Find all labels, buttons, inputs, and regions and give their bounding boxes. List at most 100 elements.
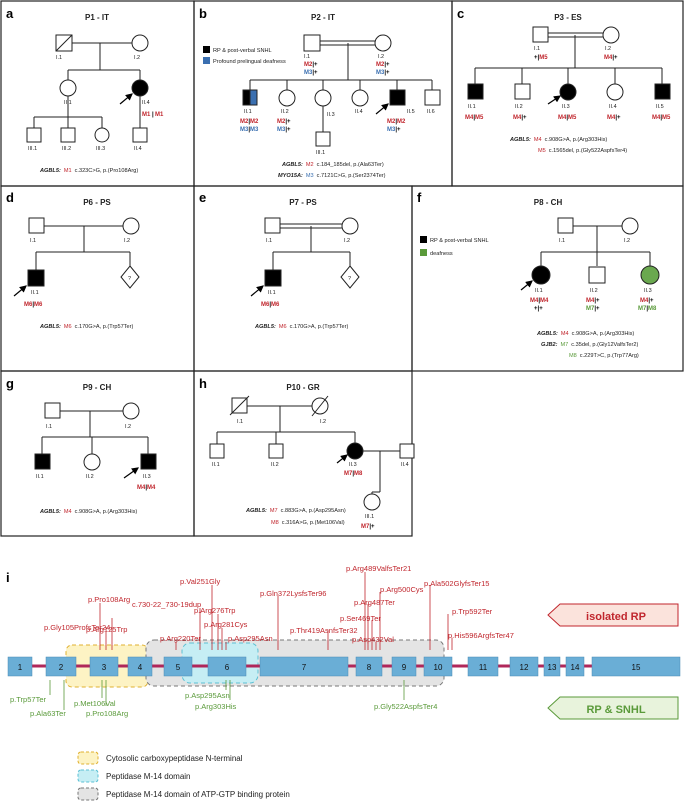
svg-text:Peptidase M-14 domain of ATP-G: Peptidase M-14 domain of ATP-GTP binding… <box>106 790 290 799</box>
svg-text:Peptidase M-14 domain: Peptidase M-14 domain <box>106 772 191 781</box>
svg-text:RP & post-verbal SNHL: RP & post-verbal SNHL <box>213 48 272 54</box>
svg-text:II.2: II.2 <box>515 104 523 110</box>
isolated-rp-badge-label: isolated RP <box>586 611 646 623</box>
pedigree-male <box>303 34 321 52</box>
svg-text:AGBL5:M4c.908G>A, p.(Arg303His: AGBL5:M4c.908G>A, p.(Arg303His) <box>536 331 634 337</box>
svg-text:I.1: I.1 <box>266 238 272 244</box>
svg-text:M3|+: M3|+ <box>277 127 291 133</box>
svg-text:6: 6 <box>225 663 230 672</box>
svg-text:II.1: II.1 <box>535 288 543 294</box>
panel-title: P7 - PS <box>289 198 317 207</box>
svg-text:p.Gln372LysfsTer96: p.Gln372LysfsTer96 <box>260 589 326 598</box>
svg-text:M1: M1 <box>155 112 164 118</box>
svg-text:p.His596ArgfsTer47: p.His596ArgfsTer47 <box>448 631 514 640</box>
svg-text:M2|+: M2|+ <box>376 62 390 68</box>
svg-text:II.5: II.5 <box>656 104 664 110</box>
svg-text:p.Ala63Ter: p.Ala63Ter <box>30 709 66 718</box>
svg-text:?: ? <box>128 276 131 282</box>
svg-text:II.1: II.1 <box>212 462 220 468</box>
svg-text:M4|M4: M4|M4 <box>530 298 549 304</box>
label-iii4: II.4 <box>134 146 142 152</box>
svg-text:II.3: II.3 <box>644 288 652 294</box>
panel-letter: f <box>417 190 422 205</box>
svg-text:M2|M2: M2|M2 <box>240 119 259 125</box>
svg-text:p.Thr419AsnfsTer32: p.Thr419AsnfsTer32 <box>290 626 358 635</box>
svg-text:p.Met106Val: p.Met106Val <box>74 699 116 708</box>
svg-text:M4|+: M4|+ <box>607 115 621 121</box>
svg-text:II.1: II.1 <box>244 109 252 115</box>
svg-text:III.1: III.1 <box>365 514 374 520</box>
svg-text:p.Pro108Arg: p.Pro108Arg <box>88 595 130 604</box>
svg-text:4: 4 <box>138 663 143 672</box>
svg-text:12: 12 <box>520 663 529 672</box>
proband-arrow <box>547 95 561 105</box>
svg-text:M3|M3: M3|M3 <box>240 127 259 133</box>
svg-text:II.3: II.3 <box>143 474 151 480</box>
svg-text:II.1: II.1 <box>31 290 39 296</box>
svg-text:M1: M1 <box>142 112 151 118</box>
panel-c: c P3 - ES I.1 I.2 +|M5 M4|+ II.1 II.2 II… <box>451 0 684 187</box>
panel-letter: i <box>6 570 10 585</box>
svg-text:8: 8 <box>367 663 372 672</box>
svg-text:11: 11 <box>479 663 488 672</box>
svg-text:I.2: I.2 <box>605 46 611 52</box>
svg-text:p.Gly522AspfsTer4: p.Gly522AspfsTer4 <box>374 702 437 711</box>
svg-text:I.2: I.2 <box>378 54 384 60</box>
svg-text:p.Arg220Ter: p.Arg220Ter <box>160 634 201 643</box>
panel-title: P1 - IT <box>85 13 109 22</box>
pedigree-female <box>374 34 392 52</box>
pedigree-female-deaf <box>640 265 660 285</box>
panel-g: g P9 - CH I.1 I.2 II.1 II.2 II.3 M4|M4 A… <box>0 370 195 537</box>
legend-blue-swatch <box>203 57 210 64</box>
svg-text:p.Arg500Cys: p.Arg500Cys <box>380 585 424 594</box>
panel-letter: d <box>6 190 14 205</box>
panel-title: P9 - CH <box>83 383 112 392</box>
svg-text:p.Arg489ValfsTer21: p.Arg489ValfsTer21 <box>346 564 411 573</box>
svg-text:7: 7 <box>302 663 307 672</box>
svg-text:p.Asp432Val: p.Asp432Val <box>352 635 394 644</box>
svg-text:deafness: deafness <box>430 251 453 257</box>
panel-letter: c <box>457 6 464 21</box>
panel-f: f P8 - CH RP & post-verbal SNHL deafness… <box>411 185 684 372</box>
svg-text:M7|M8: M7|M8 <box>638 306 657 312</box>
svg-text:M8c.229T>C, p.(Trp77Arg): M8c.229T>C, p.(Trp77Arg) <box>569 353 639 359</box>
svg-text:p.Gly105ProfsTer24: p.Gly105ProfsTer24 <box>44 623 110 632</box>
svg-text:Cytosolic carboxypeptidase N-t: Cytosolic carboxypeptidase N-terminal <box>106 754 243 763</box>
svg-text:I.1: I.1 <box>534 46 540 52</box>
svg-text:M4|+: M4|+ <box>513 115 527 121</box>
svg-text:p.Asp295Asn: p.Asp295Asn <box>185 691 230 700</box>
svg-text:M3|+: M3|+ <box>387 127 401 133</box>
svg-text:I.2: I.2 <box>124 238 130 244</box>
svg-text:II.3: II.3 <box>327 112 335 118</box>
svg-text:Profound prelingual deafness: Profound prelingual deafness <box>213 59 286 65</box>
svg-text:p.Pro108Arg: p.Pro108Arg <box>86 709 128 718</box>
svg-text:M7|+: M7|+ <box>361 524 375 530</box>
pedigree-male <box>60 127 76 143</box>
svg-text:+|M5: +|M5 <box>534 55 548 61</box>
svg-text:p.Val251Gly: p.Val251Gly <box>180 577 221 586</box>
proband-arrow <box>375 103 389 115</box>
svg-text:I.1: I.1 <box>304 54 310 60</box>
svg-text:III.1: III.1 <box>316 150 325 156</box>
svg-text:I.1: I.1 <box>559 238 565 244</box>
svg-text:+|+: +|+ <box>534 306 543 312</box>
svg-text:M8c.316A>G, p.(Met106Val): M8c.316A>G, p.(Met106Val) <box>271 520 345 526</box>
svg-text:III.1: III.1 <box>28 146 37 152</box>
svg-text:II.1: II.1 <box>268 290 276 296</box>
proband-arrow <box>119 93 133 105</box>
svg-text:p.Trp592Ter: p.Trp592Ter <box>452 607 493 616</box>
svg-text:I.2: I.2 <box>320 419 326 425</box>
svg-text:AGBL5:M2c.184_185del, p.(Ala63: AGBL5:M2c.184_185del, p.(Ala63Ter) <box>281 162 384 168</box>
svg-text:AGBL5:M1c.323C>G, p.(Pro108Arg: AGBL5:M1c.323C>G, p.(Pro108Arg) <box>39 168 138 174</box>
svg-text:RP & post-verbal SNHL: RP & post-verbal SNHL <box>430 238 489 244</box>
svg-text:9: 9 <box>402 663 407 672</box>
svg-text:p.Arg281Cys: p.Arg281Cys <box>204 620 248 629</box>
svg-text:II.4: II.4 <box>401 462 409 468</box>
svg-text:I.2: I.2 <box>624 238 630 244</box>
svg-text:I.1: I.1 <box>237 419 243 425</box>
pedigree-unknown-sex <box>120 265 140 289</box>
svg-text:II.4: II.4 <box>609 104 617 110</box>
svg-text:II.4: II.4 <box>142 100 150 106</box>
